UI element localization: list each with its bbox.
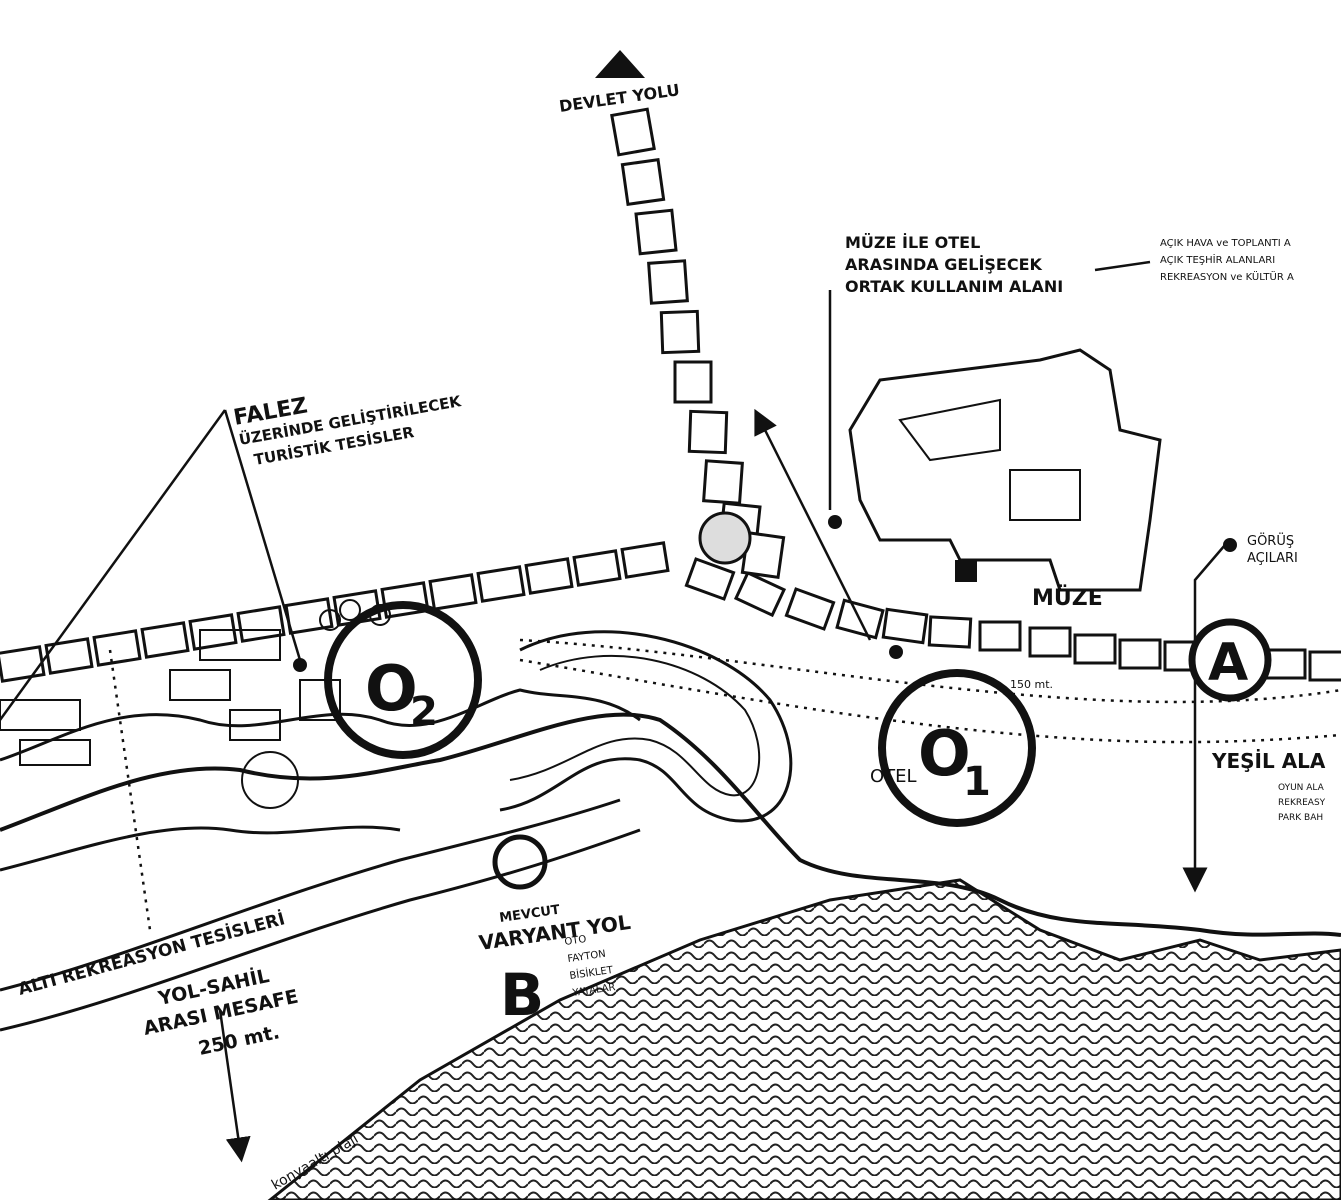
variant-road-marker <box>492 834 548 890</box>
road-segment <box>647 259 689 305</box>
road-segment <box>524 557 574 595</box>
road-segment <box>1028 626 1072 658</box>
svg-text:2: 2 <box>410 689 438 735</box>
road-segment <box>428 573 478 611</box>
distance-150-label: 150 mt. <box>1010 678 1053 691</box>
road-segment <box>92 629 142 667</box>
svg-text:FAYTON: FAYTON <box>567 949 607 965</box>
road-segment <box>784 587 836 631</box>
shared-area-point <box>828 515 842 529</box>
svg-text:O: O <box>918 717 971 790</box>
svg-text:AÇIK TEŞHİR ALANLARI: AÇIK TEŞHİR ALANLARI <box>1160 253 1275 266</box>
road-segment <box>684 557 736 601</box>
svg-text:1: 1 <box>963 759 991 805</box>
falez-point <box>293 658 307 672</box>
marker-o1: O 1 <box>878 669 1036 827</box>
roundabout <box>698 511 752 565</box>
svg-text:AÇIK HAVA ve TOPLANTI A: AÇIK HAVA ve TOPLANTI A <box>1160 238 1291 249</box>
cliff-rocks <box>0 688 641 872</box>
road-segment <box>1118 638 1162 670</box>
road-segment <box>572 549 622 587</box>
road-segment <box>978 620 1022 652</box>
road-segment <box>634 208 678 256</box>
north-arrow <box>595 50 645 78</box>
road-segment <box>188 613 238 651</box>
svg-text:OTO: OTO <box>564 934 587 948</box>
svg-text:ARASINDA GELİŞECEK: ARASINDA GELİŞECEK <box>845 255 1043 274</box>
road-segment <box>476 565 526 603</box>
marker-o2: O 2 <box>324 601 482 759</box>
road-segment <box>620 541 670 579</box>
road-segment <box>1308 650 1341 682</box>
road-segment <box>733 570 787 618</box>
north-road <box>610 107 786 580</box>
shore-road <box>0 798 621 992</box>
svg-text:YEŞİL ALA: YEŞİL ALA <box>1211 749 1326 773</box>
museum-building <box>848 348 1162 592</box>
road-segment <box>927 615 973 649</box>
road-segment <box>0 645 46 683</box>
svg-text:REKREASY: REKREASY <box>1278 798 1326 808</box>
svg-text:B: B <box>500 961 544 1029</box>
svg-text:OYUN ALA: OYUN ALA <box>1278 783 1325 793</box>
hotel-label: OTEL <box>870 766 917 787</box>
road-segment <box>702 459 744 505</box>
falez-buildings <box>0 599 391 809</box>
marker-a: A <box>1188 618 1272 702</box>
road-segment <box>44 637 94 675</box>
svg-text:250 mt.: 250 mt. <box>196 1021 281 1060</box>
road-segment <box>881 607 929 645</box>
road-junction-point <box>889 645 903 659</box>
svg-text:PARK BAH: PARK BAH <box>1278 813 1323 823</box>
views-label-2: AÇILARI <box>1247 551 1298 566</box>
views-label-1: GÖRÜŞ <box>1247 532 1294 549</box>
variant-road-serpentine <box>499 630 793 823</box>
svg-text:ORTAK KULLANIM ALANI: ORTAK KULLANIM ALANI <box>845 277 1063 296</box>
svg-text:REKREASYON ve KÜLTÜR A: REKREASYON ve KÜLTÜR A <box>1160 270 1294 283</box>
annotation-lines <box>0 260 1226 1163</box>
north-road-label: DEVLET YOLU <box>558 80 681 116</box>
green-area-label: YEŞİL ALA OYUN ALA REKREASY PARK BAH <box>1211 749 1326 823</box>
road-segment <box>1073 633 1117 665</box>
museum-label: MÜZE <box>1032 585 1103 611</box>
svg-text:O: O <box>365 652 418 725</box>
shared-area-label: MÜZE İLE OTEL ARASINDA GELİŞECEK ORTAK K… <box>845 233 1294 296</box>
views-point <box>1223 538 1237 552</box>
variant-road-label: MEVCUT VARYANT YOL OTO FAYTON BİSİKLET Y… <box>477 903 632 1029</box>
road-segment <box>610 107 656 157</box>
road-segment <box>620 157 666 207</box>
falez-label: FALEZ ÜZERİNDE GELİŞTİRİLECEK TURİSTİK T… <box>232 391 464 469</box>
svg-text:MÜZE İLE OTEL: MÜZE İLE OTEL <box>845 233 980 252</box>
road-segment <box>673 360 713 404</box>
road-segment <box>236 605 286 643</box>
sea-area <box>267 878 1341 1200</box>
distance-note: YOL-SAHİL ARASI MESAFE 250 mt. <box>141 963 300 1060</box>
road-segment <box>687 409 729 455</box>
road-segment <box>140 621 190 659</box>
svg-text:A: A <box>1208 633 1248 693</box>
coastline <box>0 712 1341 937</box>
dotted-paths <box>108 638 1341 931</box>
road-segment <box>659 309 701 355</box>
museum-entrance-marker <box>955 560 977 582</box>
